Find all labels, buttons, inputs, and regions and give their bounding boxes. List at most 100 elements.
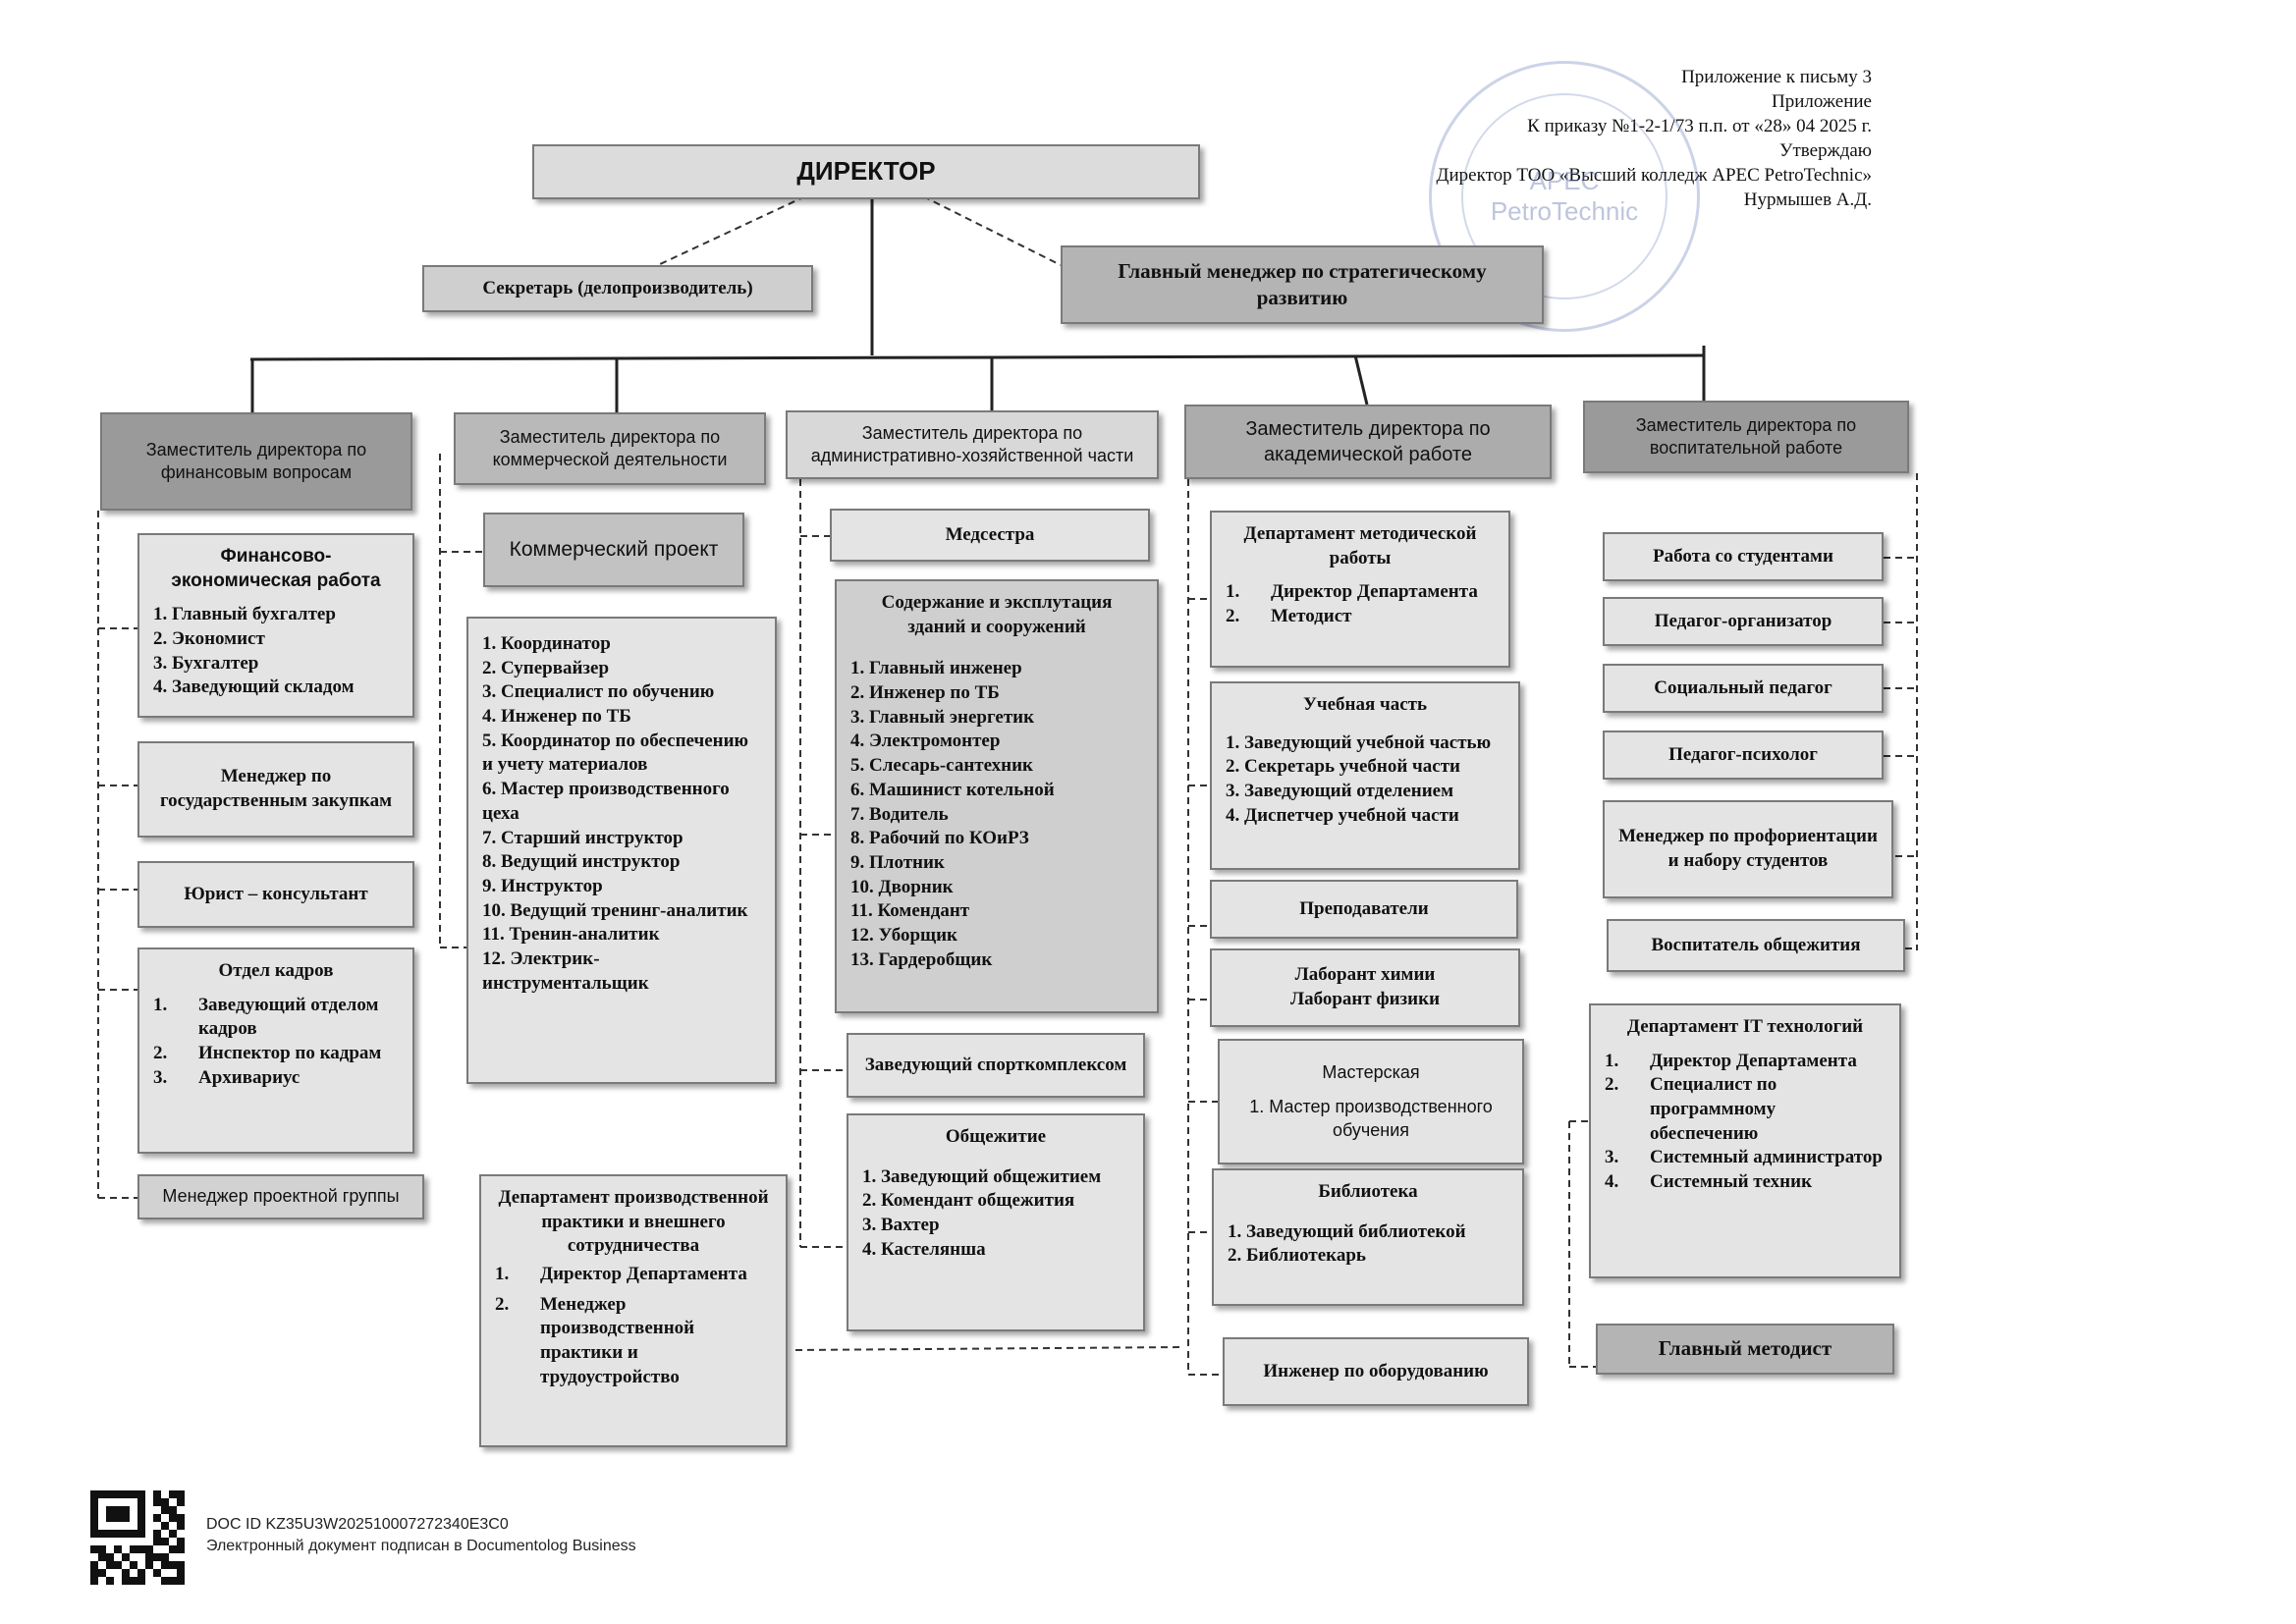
list-item: 2. Секретарь учебной части [1226,756,1460,778]
list-item: 4. Инженер по ТБ [482,706,631,728]
methodical-department-list: 1.Директор Департамента 2.Методист [1226,580,1495,628]
nurse-box: Медсестра [830,509,1150,562]
deputy-commercial-box: Заместитель директора по коммерческой де… [454,412,766,485]
list-item: 11. Тренин-аналитик [482,924,660,946]
list-item: 2. Супервайзер [482,657,610,678]
psychologist-label: Педагог-психолог [1668,743,1818,765]
fin-econ-box: Финансово-экономическая работа 1. Главны… [137,533,414,718]
list-item: 2.Менеджер производственной практики и т… [495,1293,695,1387]
list-item: 1.Заведующий отделом кадров [153,994,379,1040]
organizer-label: Педагог-организатор [1654,610,1832,631]
list-item: 12. Электрик-инструментальщик [482,947,649,994]
dorm-tutor-label: Воспитатель общежития [1651,934,1861,955]
doc-id: DOC ID KZ35U3W202510007272340E3C0 [206,1516,509,1533]
lawyer-label: Юрист – консультант [184,883,368,904]
deputy-admin-label: Заместитель директора по административно… [810,422,1134,465]
list-item: 1. Главный бухгалтер [153,604,336,625]
dorm-title: Общежитие [945,1126,1047,1147]
fin-econ-list: 1. Главный бухгалтер 2. Экономист 3. Бух… [153,603,399,700]
approval-line-signatory: Нурмышев А.Д. [1743,189,1872,211]
sports-complex-label: Заведующий спорткомплексом [864,1054,1127,1075]
list-item: 1.Директор Департамента [1605,1050,1857,1071]
list-item: 6. Машинист котельной [850,779,1055,800]
list-item: 3.Архивариус [153,1066,301,1088]
list-item: 13. Гардеробщик [850,948,993,970]
list-item: 4. Электромонтер [850,731,1001,752]
dorm-tutor-box: Воспитатель общежития [1607,919,1905,972]
teachers-box: Преподаватели [1210,880,1518,939]
deputy-education-box: Заместитель директора по воспитательной … [1583,401,1909,473]
lab-assistants-box: Лаборант химии Лаборант физики [1210,948,1520,1027]
it-department-list: 1.Директор Департамента 2.Специалист по … [1605,1050,1886,1195]
chief-methodist-label: Главный методист [1658,1336,1832,1361]
deputy-finance-label: Заместитель директора по финансовым вопр… [145,439,367,482]
fin-econ-title: Финансово-экономическая работа [171,546,381,591]
strategy-manager-box: Главный менеджер по стратегическому разв… [1061,245,1544,324]
list-item: 2.Методист [1226,606,1352,627]
list-item: 9. Инструктор [482,875,603,896]
company-seal: APEC PetroTechnic [1429,61,1700,332]
list-item: 3. Бухгалтер [153,652,259,674]
sports-complex-box: Заведующий спорткомплексом [847,1033,1145,1098]
list-item: 8. Ведущий инструктор [482,851,681,873]
list-item: 1. Главный инженер [850,658,1022,679]
workshop-item: 1. Мастер производственного обучения [1249,1097,1493,1140]
organizer-box: Педагог-организатор [1603,597,1884,646]
list-item: 2. Библиотекарь [1228,1245,1366,1267]
list-item: 4. Кастелянша [862,1238,986,1260]
practice-department-title: Департамент производственной практики и … [498,1187,769,1257]
chief-methodist-box: Главный методист [1596,1324,1894,1375]
it-department-box: Департамент IT технологий 1.Директор Деп… [1589,1003,1901,1278]
strategy-manager-label: Главный менеджер по стратегическому разв… [1118,258,1487,309]
study-office-box: Учебная часть 1. Заведующий учебной част… [1210,681,1520,870]
list-item: 3.Системный администратор [1605,1147,1883,1168]
workshop-title: Мастерская [1322,1061,1420,1082]
list-item: 1. Заведующий учебной частью [1226,731,1492,753]
list-item: 10. Дворник [850,876,954,897]
career-manager-box: Менеджер по профориентации и набору студ… [1603,800,1893,898]
deputy-academic-label: Заместитель директора по академической р… [1245,418,1491,465]
deputy-commercial-label: Заместитель директора по коммерческой де… [492,426,728,469]
director-box: ДИРЕКТОР [532,144,1200,199]
qr-code-icon [90,1490,185,1585]
list-item: 1. Координатор [482,633,611,654]
list-item: 10. Ведущий тренинг-аналитик [482,899,748,921]
commercial-staff-list: 1. Координатор 2. Супервайзер 3. Специал… [482,632,761,996]
list-item: 2. Комендант общежития [862,1190,1075,1212]
list-item: 4.Системный техник [1605,1171,1813,1193]
approval-line-appendix-letter: Приложение к письму 3 [1681,67,1872,87]
career-manager-label: Менеджер по профориентации и набору студ… [1618,826,1878,871]
list-item: 2.Специалист по программному обеспечению [1605,1074,1777,1144]
nurse-label: Медсестра [945,523,1035,545]
approval-line-appendix: Приложение [1772,91,1872,113]
list-item: 3. Вахтер [862,1215,940,1236]
maintenance-box: Содержание и эксплутация зданий и сооруж… [835,579,1159,1013]
hr-box: Отдел кадров 1.Заведующий отделом кадров… [137,947,414,1154]
study-office-title: Учебная часть [1302,694,1428,715]
list-item: 7. Старший инструктор [482,827,683,848]
it-department-title: Департамент IT технологий [1626,1016,1864,1037]
list-item: 5. Координатор по обеспечению и учету ма… [482,730,749,776]
list-item: 4. Заведующий складом [153,677,355,698]
deputy-education-label: Заместитель директора по воспитательной … [1635,414,1857,458]
commercial-project-box: Коммерческий проект [483,513,744,587]
methodical-department-box: Департамент методической работы 1.Директ… [1210,511,1510,668]
list-item: 1. Заведующий библиотекой [1228,1220,1466,1242]
hr-list: 1.Заведующий отделом кадров 2.Инспектор … [153,994,399,1091]
list-item: 9. Плотник [850,851,945,873]
procurement-box: Менеджер по государственным закупкам [137,741,414,838]
practice-department-box: Департамент производственной практики и … [479,1174,788,1447]
equipment-engineer-box: Инженер по оборудованию [1223,1337,1529,1406]
list-item: 3. Заведующий отделением [1226,781,1454,802]
student-work-label: Работа со студентами [1653,545,1833,567]
procurement-label: Менеджер по государственным закупкам [159,766,393,811]
commercial-project-label: Коммерческий проект [509,538,719,562]
list-item: 3. Специалист по обучению [482,681,715,703]
list-item: 7. Водитель [850,803,949,825]
secretary-label: Секретарь (делопроизводитель) [482,277,753,298]
library-title: Библиотека [1318,1181,1418,1202]
list-item: 12. Уборщик [850,924,957,946]
list-item: 4. Диспетчер учебной части [1226,804,1459,826]
deputy-academic-box: Заместитель директора по академической р… [1184,405,1552,479]
